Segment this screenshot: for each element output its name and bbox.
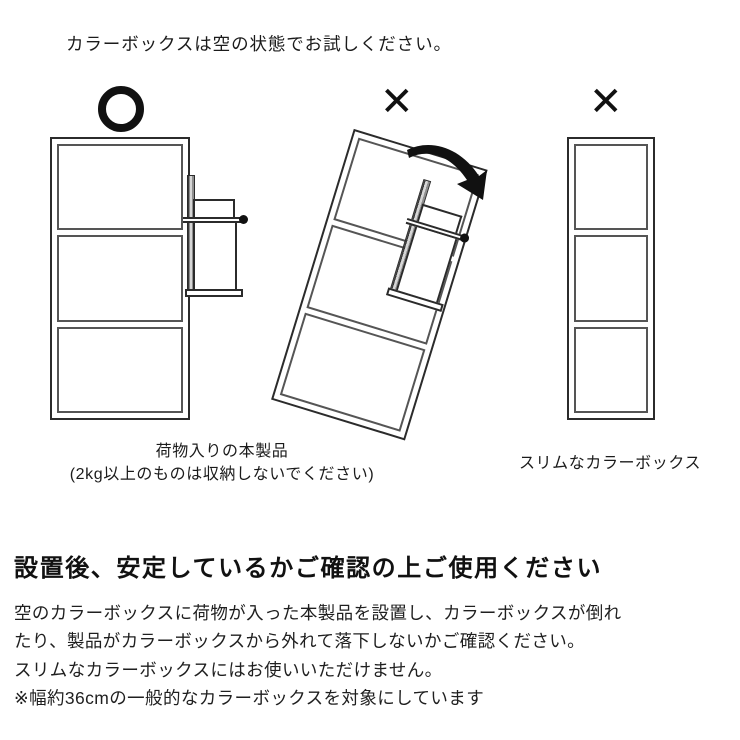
bottom-text-block: 設置後、安定しているかご確認の上ご使用ください 空のカラーボックスに荷物が入った… (14, 548, 730, 712)
tipping-arrow-icon (407, 145, 487, 200)
product-knob-icon (458, 232, 471, 244)
bottom-body-note: ※幅約36cmの一般的なカラーボックスを対象にしています (14, 688, 485, 709)
circle-ok-icon (98, 82, 144, 132)
caption-line: スリムなカラーボックス (518, 455, 702, 472)
caption-line: 荷物入りの本製品 (155, 443, 289, 460)
shelf-compartment (574, 235, 648, 322)
product-top-shelf (193, 199, 235, 218)
shelf-compartment (57, 144, 183, 231)
circle-ok-ring (98, 86, 144, 132)
cross-ng-right-icon: ✕ (589, 79, 623, 125)
caption-line: (2kg以上のものは収納しないでください) (69, 466, 375, 484)
product-body (193, 223, 237, 291)
bottom-body-line: スリムなカラーボックスにはお使いいただけません。 (14, 659, 443, 680)
shelf-compartment (574, 326, 648, 413)
bottom-headline: 設置後、安定しているかご確認の上ご使用ください (14, 555, 603, 582)
top-instruction-text: カラーボックスは空の状態でお試しください。 (66, 34, 452, 54)
shelf-compartment (57, 326, 183, 413)
cross-ng-center-icon: ✕ (380, 79, 414, 125)
bottom-body-line: 空のカラーボックスに荷物が入った本製品を設置し、カラーボックスが倒れ (14, 603, 622, 623)
product-base-tray (185, 289, 243, 297)
product-rail (183, 217, 245, 223)
bottom-body-line: たり、製品がカラーボックスから外れて落下しないかご確認ください。 (14, 631, 586, 652)
diagram-area (0, 120, 740, 441)
shelf-compartment (574, 144, 648, 231)
colorbox-slim (567, 137, 655, 420)
caption-product-with-load: 荷物入りの本製品 (2kg以上のものは収納しないでください) (22, 440, 422, 486)
caption-slim-colorbox: スリムなカラーボックス (490, 452, 730, 475)
product-hanging-rack-upright (183, 175, 248, 303)
product-knob-icon (239, 215, 248, 224)
colorbox-upright (50, 137, 190, 420)
shelf-compartment (57, 235, 183, 322)
